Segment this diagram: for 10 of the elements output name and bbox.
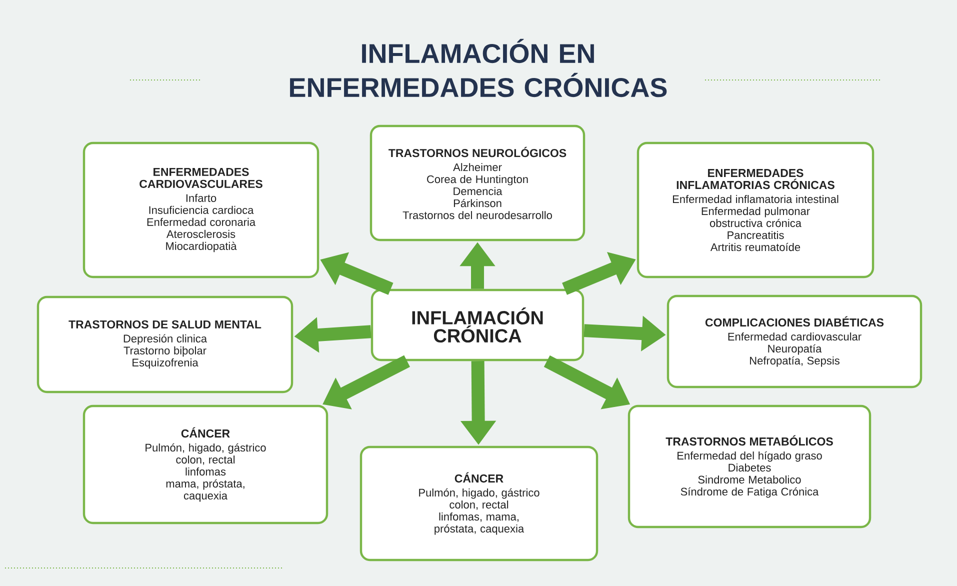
category-box: CÁNCER Pulmón, higado, gástrico colon, rectal linfomas, mama, próstata, caquexia	[360, 446, 598, 562]
category-box: ENFERMEDADES INFLAMATORIAS CRÓNICAS Enfermedad inflamatoria intestinal Enfermedad pulmonar obstructiva crónica Pancreatitis Artritis reumatoíde	[636, 142, 874, 278]
category-box: ENFERMEDADES CARDIOVASCULARES Infarto Insuficiencia cardioca Enfermedad coronaria Aterosclerosis Miocardiopatià	[82, 142, 320, 278]
category-box: TRASTORNOS DE SALUD MENTAL Depresión clinica Trastorno biþolar Esquizofrenia	[36, 296, 294, 394]
category-box: TRASTORNOS METABÓLICOS Enfermedad del hígado graso Diabetes Sindrome Metabolico Síndrome de Fatiga Crónica	[628, 404, 872, 528]
center-box: INFLAMACIÓN CRÓNICA	[370, 288, 584, 362]
category-box: CÁNCER Pulmón, higado, gástrico colon, rectal linfomas mama, próstata, caquexia	[82, 404, 328, 524]
category-box: COMPLICACIONES DIABÉTICAS Enfermedad cardiovascular Neuropatía Nefropatía, Sepsis	[666, 294, 922, 388]
title: INFLAMACIÓN EN ENFERMEDADES CRÓNICAS	[290, 38, 667, 98]
category-box: TRASTORNOS NEUROLÓGICOS Alzheimer Corea de Huntington Demencia Párkinson Trastornos del neurodesarrollo	[370, 124, 586, 242]
